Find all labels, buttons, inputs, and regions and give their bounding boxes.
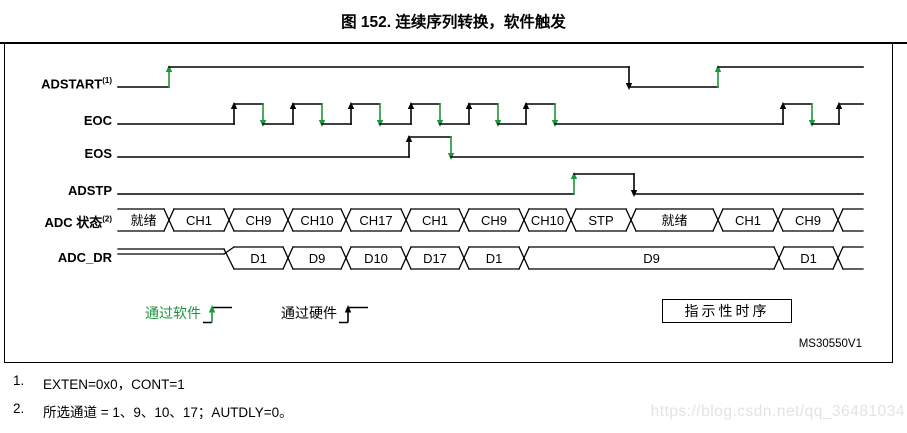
signal-label-eos: EOS: [84, 146, 112, 161]
segment-label: D17: [423, 251, 447, 266]
footnote-1: 1. EXTEN=0x0，CONT=1: [13, 373, 185, 393]
hardware-trigger-edge-icon: [339, 305, 368, 324]
segment-label: D10: [364, 251, 388, 266]
software-trigger-edge-icon: [203, 305, 232, 324]
wave-line: [223, 246, 235, 255]
segment-label: D1: [486, 251, 503, 266]
trigger-arrowhead: [347, 102, 355, 109]
wave-line: [518, 208, 530, 232]
wave-line: [282, 208, 294, 232]
timing-diagram: ADSTART(1) EOC EOS ADSTP ADC 状态(2) ADC_DR 就绪 C…: [4, 44, 893, 363]
wave-line: [163, 208, 175, 232]
indicative-timing-box: 指示性时序: [662, 299, 792, 323]
wave-line: [565, 208, 577, 232]
footnote-1-text: EXTEN=0x0，CONT=1: [43, 377, 185, 392]
legend-hardware-label: 通过硬件: [281, 305, 337, 321]
segment-label: CH9: [245, 213, 271, 228]
wave-line: [223, 208, 235, 232]
footnote-1-number: 1.: [13, 373, 25, 388]
wave-line: [400, 246, 412, 270]
wave-line: [712, 208, 724, 232]
segment-label: CH1: [186, 213, 212, 228]
trigger-arrowhead: [165, 65, 173, 72]
signal-label-adc-state: ADC 状态(2): [44, 214, 112, 230]
footnote-2: 2. 所选通道 = 1、9、10、17；AUTDLY=0。: [13, 401, 293, 421]
wave-line: [518, 246, 530, 270]
segment-label: D9: [643, 251, 660, 266]
figure-title: 图 152. 连续序列转换，软件触发: [0, 0, 907, 44]
wave-line: [400, 208, 412, 232]
segment-label: STP: [588, 213, 613, 228]
legend-software-label: 通过软件: [145, 305, 201, 321]
wave-line: [832, 246, 844, 270]
wave-line: [773, 246, 785, 270]
footnote-2-number: 2.: [13, 401, 25, 416]
legend-by-software: 通过软件: [145, 302, 234, 326]
signal-label-adstart: ADSTART(1): [41, 76, 112, 92]
signal-label-adstp: ADSTP: [67, 183, 112, 198]
watermark-text: https://blog.csdn.net/qq_36481034: [650, 403, 905, 420]
segment-label: CH10: [531, 213, 564, 228]
signal-label-adc-dr: ADC_DR: [57, 250, 112, 265]
wave-line: [625, 208, 637, 232]
segment-label: D1: [800, 251, 817, 266]
trigger-arrowhead: [407, 102, 415, 109]
legend-by-hardware: 通过硬件: [281, 302, 370, 326]
trigger-arrowhead: [714, 65, 722, 72]
segment-label: CH1: [422, 213, 448, 228]
wave-line: [340, 208, 352, 232]
segment-label: D1: [250, 251, 267, 266]
segment-label: D9: [309, 251, 326, 266]
trigger-arrowhead: [835, 102, 843, 109]
trigger-arrowhead: [522, 102, 530, 109]
segment-label: 就绪: [661, 213, 687, 228]
segment-label: CH17: [359, 213, 392, 228]
trigger-arrowhead: [779, 102, 787, 109]
trigger-arrowhead: [230, 102, 238, 109]
wave-line: [458, 246, 470, 270]
wave-line: [340, 246, 352, 270]
wave-line: [832, 208, 844, 232]
segment-label: CH9: [795, 213, 821, 228]
wave-line: [772, 208, 784, 232]
segment-label: CH1: [735, 213, 761, 228]
figure-reference-number: MS30550V1: [798, 338, 862, 350]
trigger-arrowhead: [289, 102, 297, 109]
trigger-arrowhead: [465, 102, 473, 109]
signal-label-eoc: EOC: [83, 113, 112, 128]
segment-label: CH10: [300, 213, 333, 228]
segment-label: 就绪: [130, 213, 156, 228]
segment-label: CH9: [481, 213, 507, 228]
footnote-2-text: 所选通道 = 1、9、10、17；AUTDLY=0。: [43, 405, 293, 420]
wave-line: [223, 248, 235, 270]
trigger-arrowhead: [570, 172, 578, 179]
wave-line: [282, 246, 294, 270]
trigger-arrowhead: [405, 135, 413, 142]
wave-line: [458, 208, 470, 232]
